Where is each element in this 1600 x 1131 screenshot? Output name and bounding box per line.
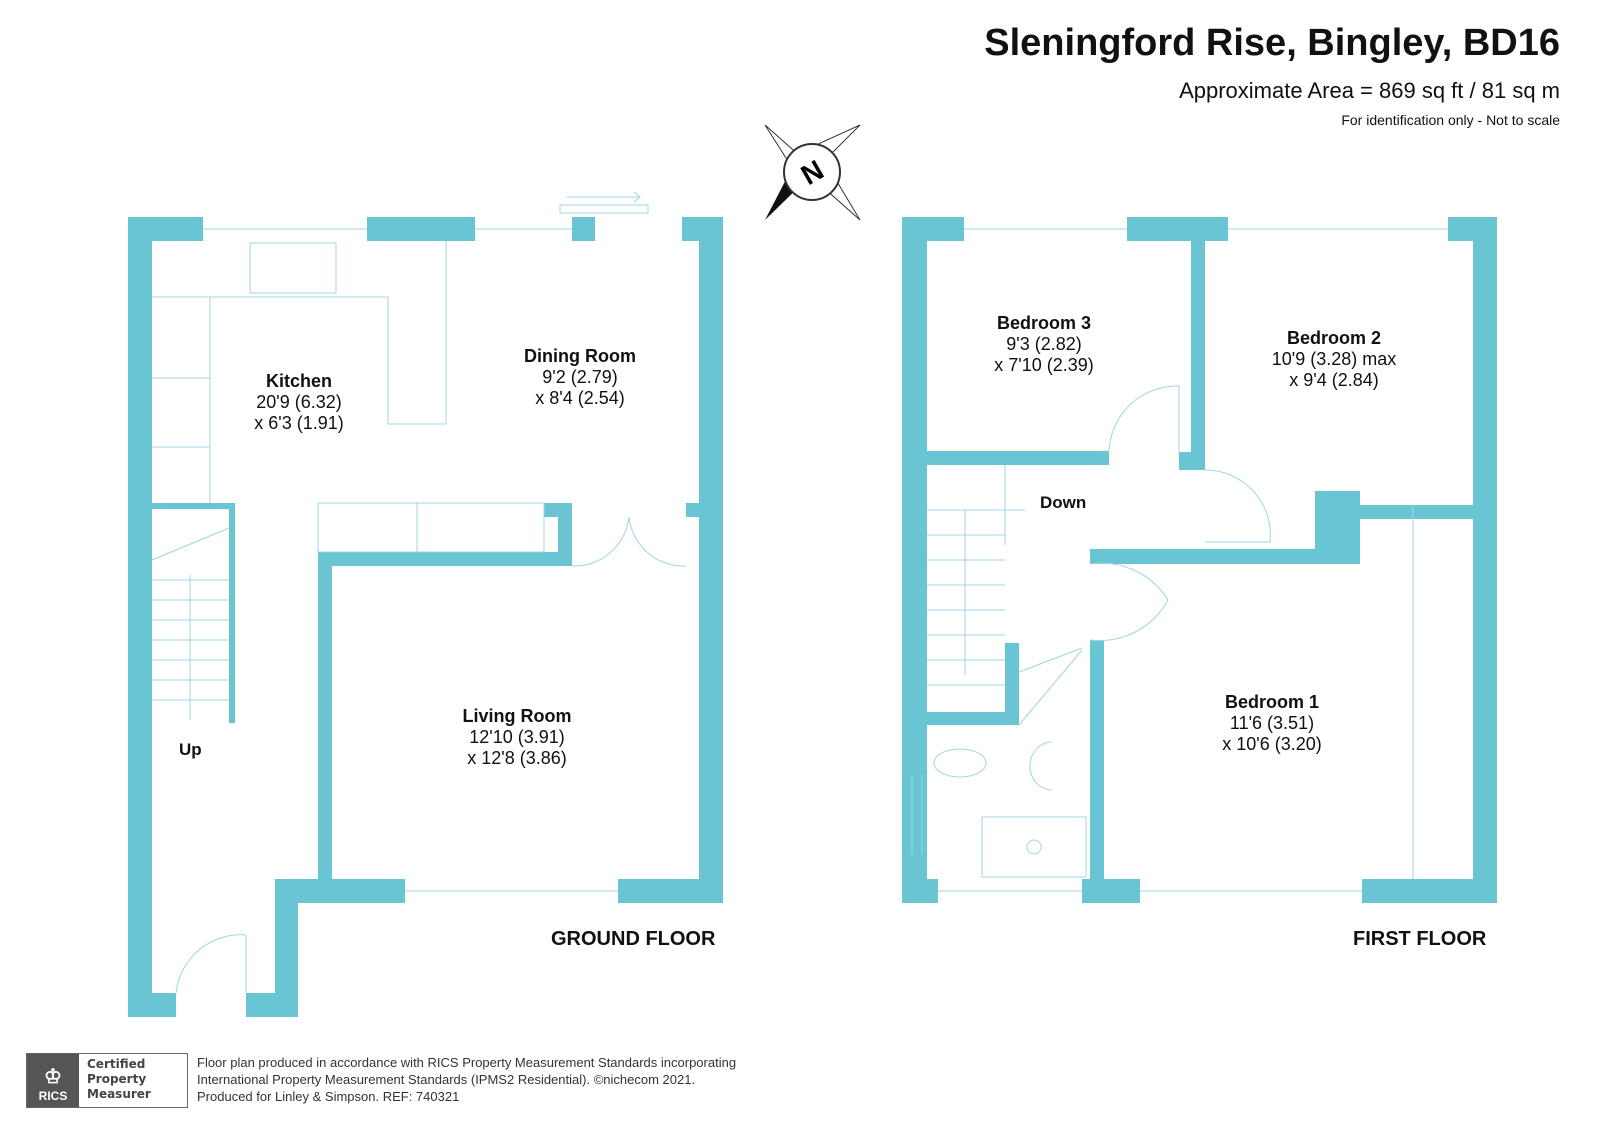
room-name: Bedroom 3 — [996, 313, 1092, 333]
room-name: Living Room — [462, 706, 572, 726]
room-bedroom-3: Bedroom 3 9'3 (2.82) x 7'10 (2.39) — [994, 313, 1094, 376]
room-bedroom-1: Bedroom 1 11'6 (3.51) x 10'6 (3.20) — [1222, 692, 1322, 755]
compass-icon: N — [764, 124, 861, 221]
property-title: Sleningford Rise, Bingley, BD16 — [984, 22, 1560, 64]
first-floor-label: FIRST FLOOR — [1353, 928, 1487, 950]
badge-line-1: Certified — [87, 1057, 146, 1071]
room-name: Dining Room — [524, 346, 636, 366]
rics-certified-badge: ♔RICS Certified Property Measurer — [26, 1053, 188, 1108]
room-dim-2: x 10'6 (3.20) — [1222, 734, 1322, 754]
room-dim-2: x 9'4 (2.84) — [1289, 370, 1379, 390]
room-dim-1: 12'10 (3.91) — [469, 727, 565, 747]
footer-disclaimer: Floor plan produced in accordance with R… — [197, 1054, 736, 1105]
room-name: Kitchen — [265, 371, 333, 391]
first-floor-fixtures — [911, 228, 1448, 892]
stairs-down-label: Down — [1040, 493, 1087, 512]
scale-note: For identification only - Not to scale — [1341, 112, 1560, 128]
footer-line-2: International Property Measurement Stand… — [197, 1072, 696, 1087]
room-dim-1: 20'9 (6.32) — [256, 392, 342, 412]
footer-line-3: Produced for Linley & Simpson. REF: 7403… — [197, 1089, 460, 1104]
ground-floor-walls — [128, 217, 723, 1017]
stairs-up-label: Up — [179, 740, 202, 759]
room-bedroom-2: Bedroom 2 10'9 (3.28) max x 9'4 (2.84) — [1272, 328, 1397, 391]
room-dim-2: x 12'8 (3.86) — [467, 748, 567, 768]
room-dim-1: 10'9 (3.28) max — [1271, 349, 1397, 369]
room-name: Bedroom 1 — [1224, 692, 1320, 712]
approximate-area: Approximate Area = 869 sq ft / 81 sq m — [1179, 78, 1560, 103]
badge-line-3: Measurer — [87, 1087, 151, 1101]
footer-line-1: Floor plan produced in accordance with R… — [197, 1055, 737, 1070]
room-dining-room: Dining Room 9'2 (2.79) x 8'4 (2.54) — [524, 346, 636, 409]
room-name: Bedroom 2 — [1286, 328, 1382, 348]
room-dim-2: x 7'10 (2.39) — [994, 355, 1094, 375]
room-living-room: Living Room 12'10 (3.91) x 12'8 (3.86) — [463, 706, 572, 769]
room-dim-1: 9'2 (2.79) — [542, 367, 618, 387]
room-dim-2: x 6'3 (1.91) — [254, 413, 344, 433]
room-kitchen: Kitchen 20'9 (6.32) x 6'3 (1.91) — [254, 371, 343, 434]
first-floor-walls — [902, 217, 1497, 903]
ground-floor-label: GROUND FLOOR — [551, 928, 716, 950]
room-dim-1: 9'3 (2.82) — [1006, 334, 1082, 354]
rics-logo: ♔RICS — [27, 1054, 79, 1107]
sliding-door — [559, 191, 649, 214]
ground-floor-fixtures — [151, 228, 687, 994]
badge-line-2: Property — [87, 1072, 147, 1086]
room-dim-1: 11'6 (3.51) — [1229, 713, 1315, 733]
room-dim-2: x 8'4 (2.54) — [535, 388, 625, 408]
